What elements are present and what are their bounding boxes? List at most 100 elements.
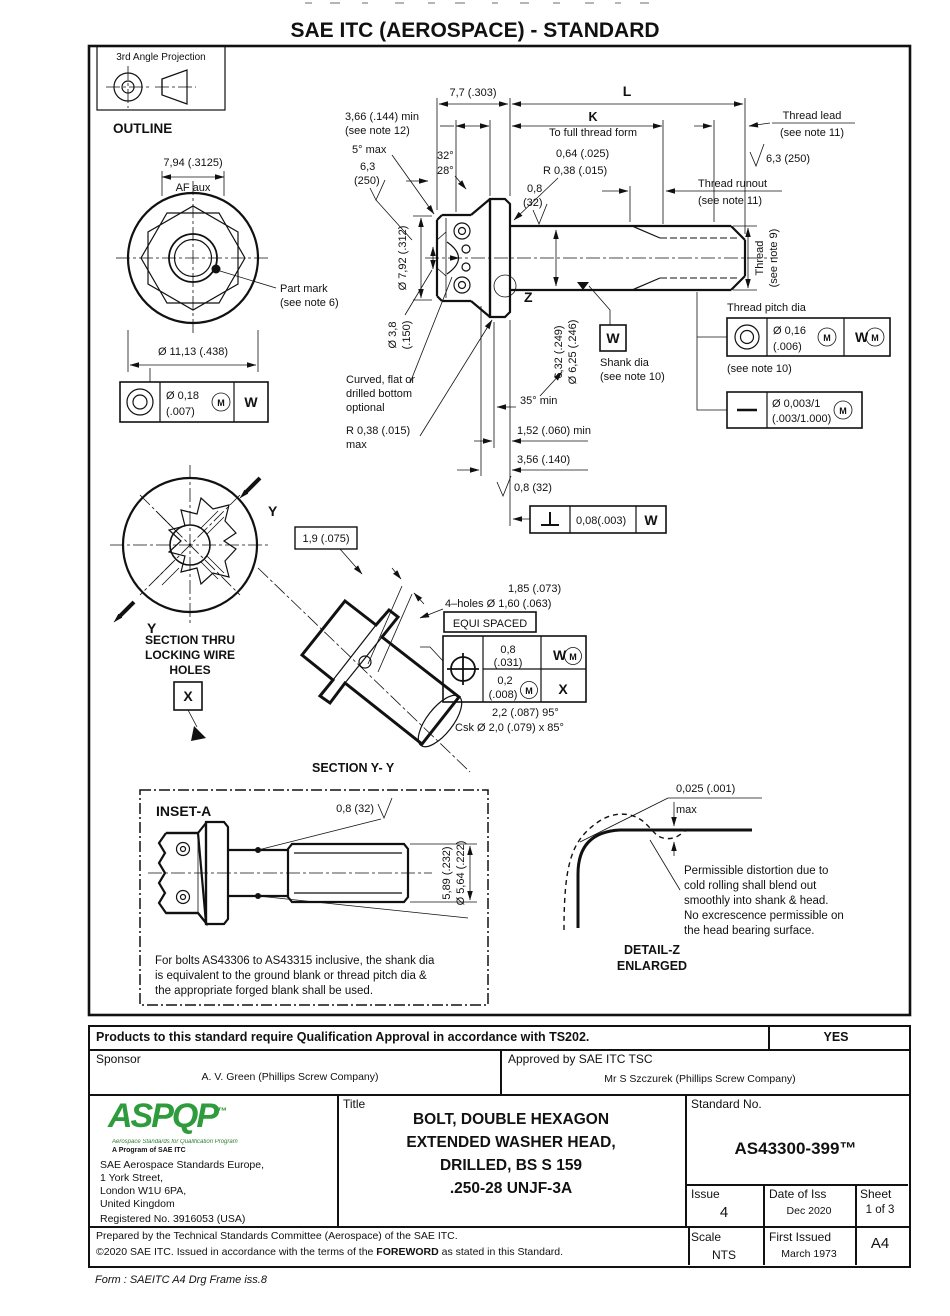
inset-note-1: For bolts AS43306 to AS43315 inclusive, … bbox=[155, 955, 435, 967]
section-yy-label: SECTION Y- Y bbox=[312, 761, 395, 775]
prepared-line-1: Prepared by the Technical Standards Comm… bbox=[96, 1230, 458, 1242]
divider bbox=[90, 1094, 909, 1096]
pos-row2-value-a: 0,2 bbox=[497, 675, 512, 687]
curved-note-3: optional bbox=[346, 402, 385, 414]
rmax-label-1: R 0,38 (.015) bbox=[346, 425, 410, 437]
surface-finish-icon bbox=[749, 143, 765, 168]
detail-note-2: cold rolling shall blend out bbox=[684, 880, 817, 892]
dim-af-label: 7,94 (.3125) bbox=[163, 157, 222, 169]
dim-152-label: 1,52 (.060) min bbox=[517, 425, 591, 437]
m-modifier-icon: M bbox=[839, 406, 847, 416]
prepared-line-2: ©2020 SAE ITC. Issued in accordance with… bbox=[96, 1246, 563, 1258]
finish-63-right-label: 6,3 (250) bbox=[766, 153, 810, 165]
detail-note-5: the head bearing surface. bbox=[684, 925, 814, 937]
approved-label: Approved by SAE ITC TSC bbox=[508, 1052, 653, 1066]
finish-63-label-b: (250) bbox=[354, 175, 380, 187]
pos-row2-datum: X bbox=[558, 681, 568, 697]
part-mark-label-2: (see note 6) bbox=[280, 297, 339, 309]
dim-19-label: 1,9 (.075) bbox=[302, 533, 349, 545]
address-line-2: 1 York Street, bbox=[100, 1172, 164, 1184]
section-heading-2: LOCKING WIRE bbox=[145, 648, 235, 662]
date-of-iss-value: Dec 2020 bbox=[786, 1205, 832, 1217]
dim-366-label: 3,66 (.144) min bbox=[345, 111, 419, 123]
angle-28-label: 28° bbox=[437, 165, 454, 177]
datum-w-label: W bbox=[606, 330, 620, 346]
m-modifier-icon: M bbox=[569, 652, 577, 662]
radius-label-1: 0,64 (.025) bbox=[556, 148, 609, 160]
surface-finish-icon bbox=[496, 475, 512, 498]
drawing-area: SAE ITC (AEROSPACE) - STANDARD 3rd Angle… bbox=[87, 2, 912, 1017]
first-issued-label: First Issued bbox=[769, 1230, 832, 1244]
scale-value: NTS bbox=[712, 1248, 736, 1262]
detail-z-label-2: ENLARGED bbox=[617, 959, 687, 973]
approved-name: Mr S Szczurek (Phillips Screw Company) bbox=[604, 1073, 796, 1085]
form-reference: Form : SAEITC A4 Drg Frame iss.8 bbox=[95, 1274, 267, 1286]
datum-x-flag-icon bbox=[191, 726, 206, 741]
shank-dim-1: 6,32 (.249) bbox=[553, 325, 565, 378]
trademark-mark: ™ bbox=[217, 1106, 227, 1118]
detail-note-4: No excrescence permissible on bbox=[684, 910, 844, 922]
datum-z-label: Z bbox=[524, 289, 533, 305]
pos-row1-value-b: (.031) bbox=[494, 657, 523, 669]
paper-size: A4 bbox=[870, 1235, 890, 1252]
detail-z-label-1: DETAIL-Z bbox=[624, 943, 680, 957]
surface-finish-icon bbox=[532, 203, 548, 226]
doc-title-line-2: EXTENDED WASHER HEAD, bbox=[406, 1134, 616, 1151]
divider bbox=[685, 1184, 908, 1186]
angle-32-label: 32° bbox=[437, 150, 454, 162]
surface-finish-icon bbox=[377, 797, 393, 820]
scale-label: Scale bbox=[691, 1230, 722, 1244]
section-heading-3: HOLES bbox=[169, 663, 210, 677]
datum-w-flag-icon bbox=[577, 282, 589, 290]
title-label: Title bbox=[343, 1097, 366, 1111]
aspqp-logo-text: ASPQP bbox=[108, 1097, 219, 1135]
divider bbox=[768, 1027, 770, 1049]
drawing-frame bbox=[87, 44, 912, 1017]
thread-lead-label-2: (see note 11) bbox=[780, 127, 844, 139]
outline-fcf-value-1: Ø 0,18 bbox=[166, 390, 199, 402]
equi-spaced-label: EQUI SPACED bbox=[453, 618, 527, 630]
thread-runout-label-1: Thread runout bbox=[698, 178, 767, 190]
sheet-value: 1 of 3 bbox=[865, 1204, 895, 1216]
inset-a: INSET-A 0,8 (32) 5,89 (.232) Ø 5,64 (.22… bbox=[139, 789, 489, 1006]
address-line-3: London W1U 6PA, bbox=[100, 1185, 187, 1197]
sheet-label: Sheet bbox=[860, 1187, 892, 1201]
qualification-note: Products to this standard require Qualif… bbox=[96, 1030, 590, 1044]
cropped-text-remnant bbox=[305, 2, 649, 4]
issue-value: 4 bbox=[719, 1204, 729, 1221]
inset-dim-2: Ø 5,64 (.222) bbox=[455, 841, 467, 906]
outline-view: OUTLINE 7,94 (.3125) AF aux Part mark (s… bbox=[113, 121, 339, 423]
doc-title-line-1: BOLT, DOUBLE HEXAGON bbox=[412, 1111, 610, 1128]
finish-08-label-a: 0,8 bbox=[527, 183, 542, 195]
section-y-label-bottom: Y bbox=[147, 620, 157, 636]
angle-5-label: 5° max bbox=[352, 144, 387, 156]
outline-heading: OUTLINE bbox=[113, 121, 172, 136]
address-line-4: United Kingdom bbox=[100, 1198, 175, 1210]
detail-z: 0,025 (.001) max Permissible distortion … bbox=[563, 783, 844, 973]
registered-number: Registered No. 3916053 (USA) bbox=[100, 1213, 246, 1225]
pos-row1-datum: W bbox=[553, 647, 567, 663]
thread-label-2: (see note 9) bbox=[768, 229, 780, 288]
issue-label: Issue bbox=[691, 1187, 720, 1201]
doc-title-line-3: DRILLED, BS S 159 bbox=[439, 1157, 583, 1174]
thread-label-1: Thread bbox=[754, 241, 766, 276]
standard-no-label: Standard No. bbox=[691, 1097, 762, 1111]
title-block: Products to this standard require Qualif… bbox=[88, 1025, 911, 1268]
datum-x-label: X bbox=[183, 688, 193, 704]
section-view: Y Y SECTION THRU LOCKING WIRE HOLES X 1,… bbox=[110, 465, 471, 775]
page-title: SAE ITC (AEROSPACE) - STANDARD bbox=[290, 19, 659, 42]
divider bbox=[763, 1184, 765, 1265]
holes-dim-1: 1,85 (.073) bbox=[508, 583, 561, 595]
address-line-1: SAE Aerospace Standards Europe, bbox=[100, 1159, 265, 1171]
dim-356-label: 3,56 (.140) bbox=[517, 454, 570, 466]
projection-label: 3rd Angle Projection bbox=[116, 52, 206, 63]
divider bbox=[855, 1184, 857, 1265]
detail-dim-2: max bbox=[676, 804, 697, 816]
inset-dim-1: 5,89 (.232) bbox=[441, 846, 453, 899]
shank-dia-label-1: Shank dia bbox=[600, 357, 650, 369]
outline-fcf: Ø 0,18 (.007) M W bbox=[119, 381, 269, 423]
divider bbox=[90, 1049, 909, 1051]
detail-note-3: smoothly into shank & head. bbox=[684, 895, 828, 907]
detail-z-balloon bbox=[493, 274, 517, 298]
inset-note-2: is equivalent to the ground blank or thr… bbox=[155, 970, 427, 982]
